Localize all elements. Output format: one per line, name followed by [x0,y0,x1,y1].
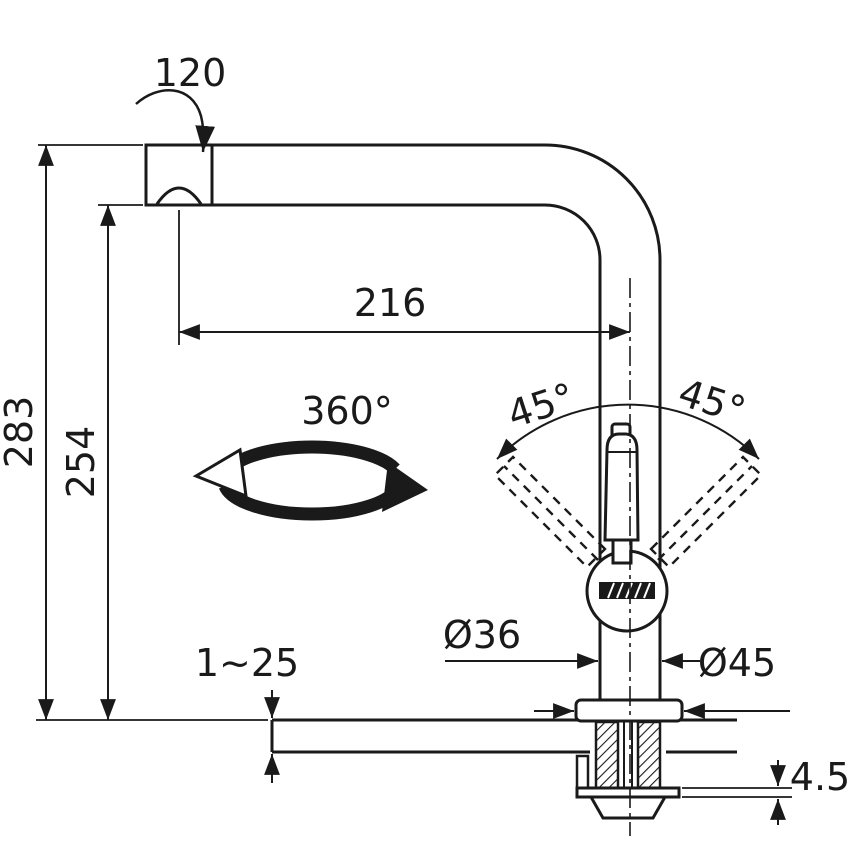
mounting-hardware [575,720,681,820]
countertop-section [270,718,737,754]
label-body-diameter: Ø36 [443,613,521,657]
dashed-lever-left [493,455,607,569]
lever-swing-arc [496,403,760,460]
rotation-arrow-360 [192,440,428,521]
base-flange [574,698,684,723]
swivel-arrow-120 [135,89,216,153]
dim-plate-thickness [682,760,792,825]
label-washer-thickness: 4.5 [790,755,850,799]
aerator-arc [155,186,203,205]
brand-plate [599,582,655,599]
label-swivel-rotation: 360° [301,389,393,433]
label-spout-reach: 216 [354,281,427,325]
label-outlet-height: 254 [59,426,103,499]
label-swivel-angle: 120 [154,51,227,95]
label-base-diameter: Ø45 [698,641,776,685]
dashed-lever-right [649,455,763,569]
label-overall-height: 283 [0,396,41,469]
label-deck-thickness: 1~25 [195,641,299,685]
spray-head [155,145,214,205]
dim-254 [98,204,143,720]
label-lever-angle-right: 45° [673,370,751,433]
spout-outline [144,143,662,702]
dim-283 [36,144,268,721]
label-lever-angle-left: 45° [502,374,580,437]
dim-216 [178,210,630,345]
